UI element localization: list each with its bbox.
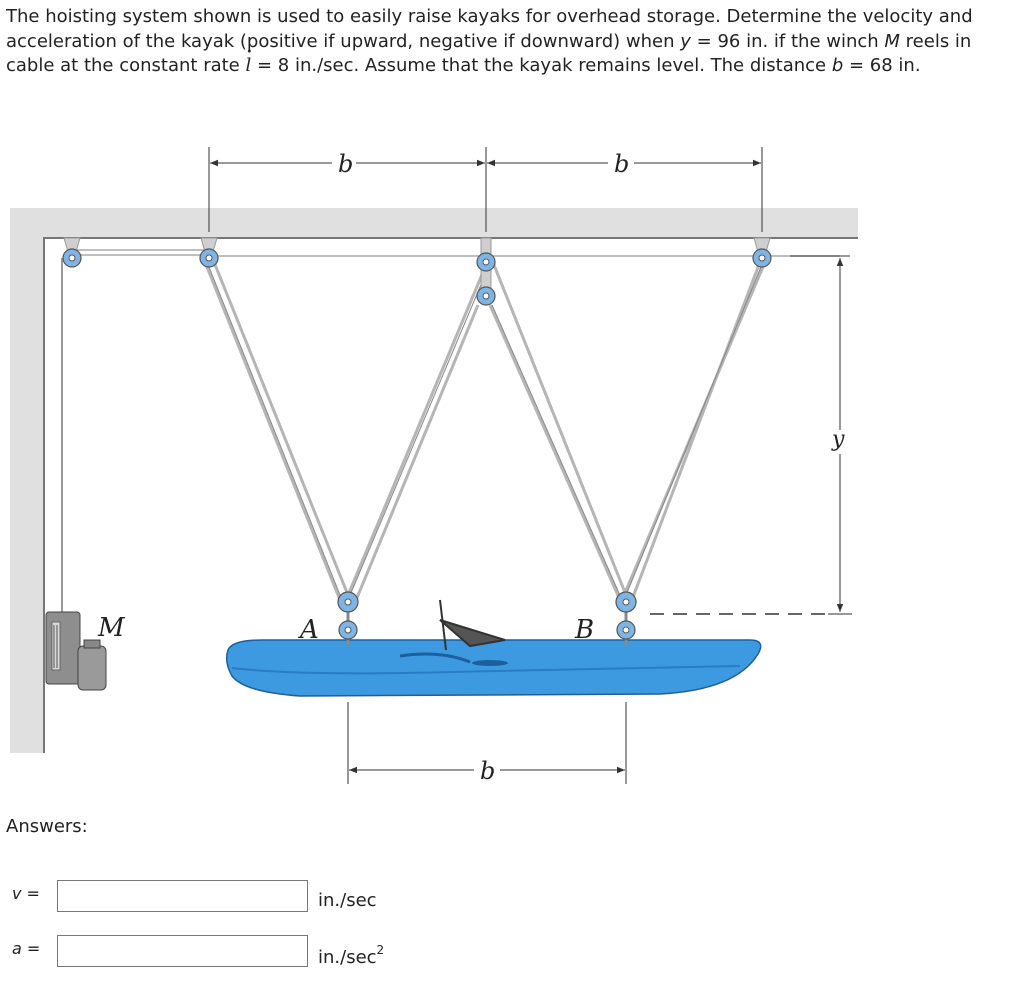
acceleration-label: a = xyxy=(12,939,41,958)
hoist-diagram: b b xyxy=(10,147,858,785)
diagonal-cables xyxy=(203,261,767,606)
label-a: A xyxy=(298,615,319,645)
hook-b-icon xyxy=(615,591,637,646)
velocity-input[interactable] xyxy=(57,880,308,912)
label-b-top-left: b xyxy=(338,150,353,178)
dimension-b-top xyxy=(208,147,763,232)
dimension-y xyxy=(650,255,852,615)
dimension-b-bottom xyxy=(347,702,627,784)
pulley-1-icon xyxy=(199,237,219,268)
problem-statement: The hoisting system shown is used to eas… xyxy=(6,5,1018,79)
label-b-hook: B xyxy=(574,615,594,645)
kayak xyxy=(225,599,762,697)
problem-text: reels in cable at the constant rate xyxy=(6,30,972,77)
problem-text: = 96 in. if the winch xyxy=(690,30,885,52)
pulley-3-icon xyxy=(752,237,772,268)
winch-icon xyxy=(45,611,107,691)
var-l-dot: l xyxy=(245,54,251,79)
label-y: y xyxy=(831,427,845,452)
diagonal-cables-dark xyxy=(206,261,764,601)
problem-text: The hoisting system shown is used to eas… xyxy=(6,6,973,52)
label-b-bottom: b xyxy=(480,757,495,785)
var-b: b xyxy=(831,55,844,76)
problem-text: = 68 in. xyxy=(843,55,921,76)
var-m: M xyxy=(884,30,900,52)
var-y: y xyxy=(680,30,691,52)
velocity-row: v = in./sec xyxy=(0,880,420,914)
acceleration-row: a = in./sec2 xyxy=(0,935,420,969)
top-cable xyxy=(72,249,840,257)
pulley-middle-icon xyxy=(476,237,496,306)
label-m: M xyxy=(97,613,126,643)
pulley-wall-icon xyxy=(62,237,82,268)
acceleration-input[interactable] xyxy=(57,935,308,967)
ceiling-wall xyxy=(10,208,858,753)
problem-text: = 8 in./sec. Assume that the kayak remai… xyxy=(251,55,832,76)
label-b-top-right: b xyxy=(614,150,629,178)
velocity-unit: in./sec xyxy=(318,890,377,911)
acceleration-unit: in./sec2 xyxy=(318,943,385,968)
answers-title: Answers: xyxy=(6,816,88,837)
velocity-label: v = xyxy=(12,884,40,903)
hook-a-icon xyxy=(337,591,359,646)
